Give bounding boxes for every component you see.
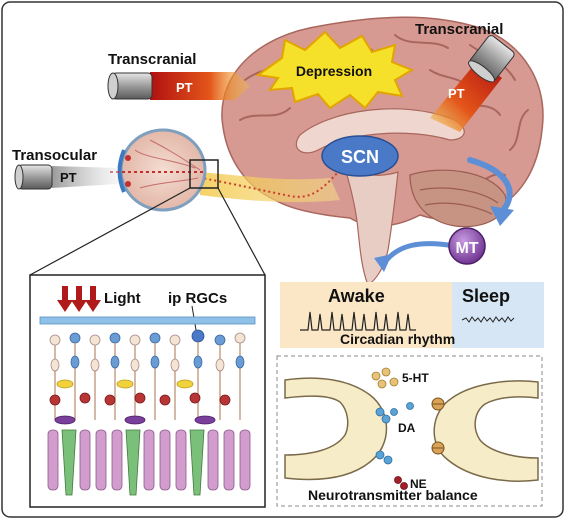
dopamine-label: DA (398, 421, 416, 435)
pt-eye-label: PT (60, 170, 77, 185)
ip-rgcs-label: ip RGCs (168, 290, 227, 307)
awake-label: Awake (328, 286, 385, 306)
pt-right-label: PT (448, 86, 465, 101)
retina-zoom-box (189, 159, 219, 189)
scn-node: SCN (321, 135, 399, 177)
transcranial-left-device: Transcranial PT (107, 51, 250, 100)
sleep-trace (461, 316, 515, 323)
transocular-label: Transocular (12, 147, 97, 164)
circadian-panel: Awake Sleep Circadian rhythm (280, 282, 544, 348)
zoom-line-left (29, 187, 191, 276)
presynaptic-terminal (284, 377, 388, 481)
mt-label: MT (455, 240, 478, 257)
light-beam (198, 172, 340, 203)
serotonin-label: 5-HT (402, 371, 429, 385)
scn-label: SCN (341, 147, 379, 167)
norepinephrine-label: NE (410, 477, 427, 491)
neurotransmitter-panel: 5-HT DA NE Neurotransmitter balance (276, 355, 543, 507)
awake-trace (300, 311, 416, 331)
postsynaptic-terminal (433, 380, 539, 482)
eye (110, 128, 219, 212)
depression-burst: Depression (255, 30, 415, 110)
light-label: Light (104, 290, 141, 307)
sleep-bg (452, 282, 544, 348)
transocular-device: Transocular PT (12, 147, 118, 190)
transcranial-right-device: Transcranial PT (415, 21, 515, 132)
sleep-label: Sleep (462, 286, 510, 306)
retina-inset: Light ip RGCs (29, 274, 266, 508)
transcranial-right-label: Transcranial (415, 21, 503, 38)
neurotransmitter-balance-label: Neurotransmitter balance (308, 487, 478, 503)
circadian-rhythm-label: Circadian rhythm (340, 331, 455, 347)
pt-left-label: PT (176, 80, 193, 95)
zoom-line-right (217, 187, 266, 276)
depression-label: Depression (296, 63, 372, 79)
transcranial-left-label: Transcranial (108, 51, 196, 68)
awake-bg (280, 282, 452, 348)
mt-node: MT (448, 227, 486, 265)
scn-to-mt-arrow (467, 157, 513, 215)
